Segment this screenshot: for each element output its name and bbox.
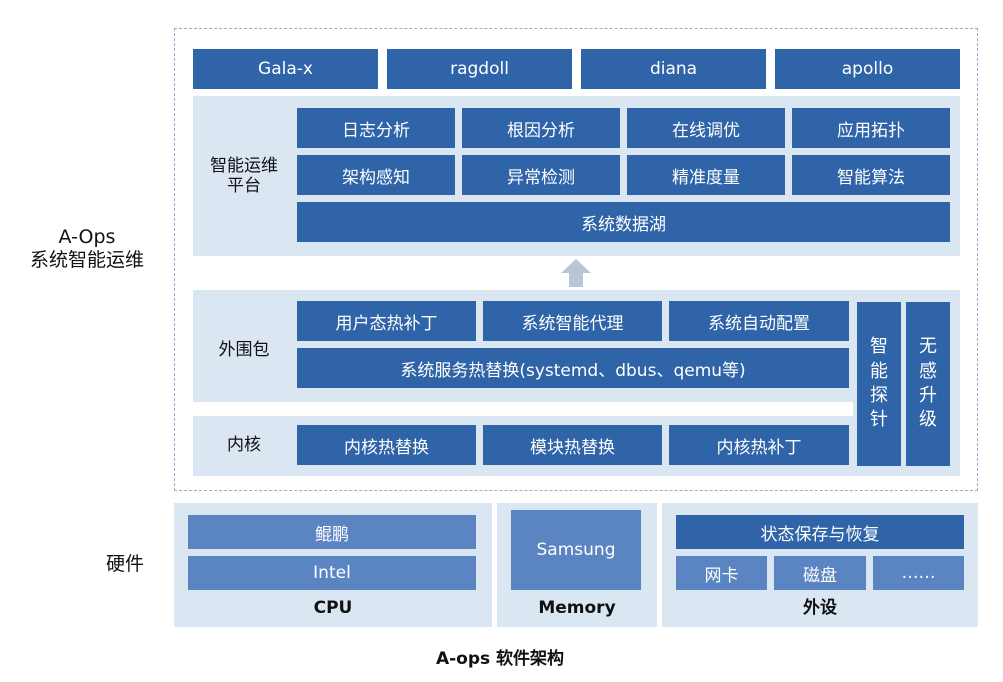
platform-label-line1: 智能运维	[210, 155, 278, 176]
peripherals-disk: 磁盘	[774, 556, 866, 590]
platform-log-analysis: 日志分析	[297, 108, 455, 148]
aops-label-line2: 系统智能运维	[29, 249, 144, 271]
kernel-hot-replace: 内核热替换	[297, 425, 476, 465]
aops-label: A-Ops 系统智能运维	[12, 222, 162, 276]
diagram-caption: A-ops 软件架构	[435, 648, 565, 669]
memory-caption: Memory	[538, 597, 616, 618]
platform-arch-awareness: 架构感知	[297, 155, 455, 195]
platform-root-cause: 根因分析	[462, 108, 620, 148]
platform-anomaly-detection: 异常检测	[462, 155, 620, 195]
aops-label-line1: A-Ops	[58, 226, 116, 249]
kernel-label: 内核	[227, 434, 261, 455]
peripheral-label: 外围包	[218, 339, 270, 360]
peripherals-nic: 网卡	[676, 556, 767, 590]
platform-app-topology: 应用拓扑	[792, 108, 950, 148]
hardware-label: 硬件	[105, 552, 144, 575]
side-smart-probe-label: 智能探针	[870, 336, 888, 431]
peripheral-smart-agent: 系统智能代理	[483, 301, 662, 341]
peripheral-user-hotpatch: 用户态热补丁	[297, 301, 476, 341]
kernel-hotpatch: 内核热补丁	[669, 425, 849, 465]
side-seamless-upgrade: 无感升级	[906, 302, 950, 466]
cpu-kunpeng: 鲲鹏	[188, 515, 476, 549]
top-item-gala-x: Gala-x	[193, 49, 378, 89]
top-item-ragdoll: ragdoll	[387, 49, 572, 89]
top-item-diana: diana	[581, 49, 766, 89]
top-item-apollo: apollo	[775, 49, 960, 89]
side-smart-probe: 智能探针	[857, 302, 901, 466]
platform-online-tuning: 在线调优	[627, 108, 785, 148]
peripheral-service-hot-replace: 系统服务热替换(systemd、dbus、qemu等)	[297, 348, 849, 388]
platform-smart-algorithm: 智能算法	[792, 155, 950, 195]
platform-precise-metrics: 精准度量	[627, 155, 785, 195]
aops-frame	[174, 28, 978, 491]
up-arrow-icon	[561, 259, 591, 287]
platform-label: 智能运维 平台	[193, 148, 295, 204]
side-seamless-upgrade-label: 无感升级	[919, 336, 937, 431]
kernel-module-hot-replace: 模块热替换	[483, 425, 662, 465]
peripherals-state-save: 状态保存与恢复	[676, 515, 964, 549]
peripherals-more: ……	[873, 556, 964, 590]
peripheral-auto-config: 系统自动配置	[669, 301, 849, 341]
platform-label-line2: 平台	[227, 176, 261, 196]
platform-data-lake: 系统数据湖	[297, 202, 950, 242]
cpu-caption: CPU	[313, 597, 353, 618]
peripherals-caption: 外设	[803, 597, 837, 618]
memory-samsung: Samsung	[511, 510, 641, 590]
cpu-intel: Intel	[188, 556, 476, 590]
